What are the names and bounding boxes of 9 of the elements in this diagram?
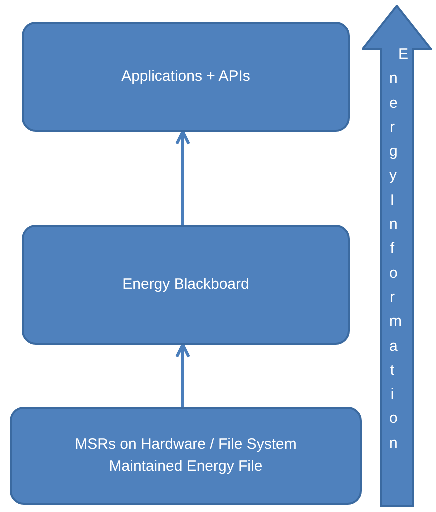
upward-block-arrow — [362, 5, 432, 507]
process-box — [10, 407, 362, 505]
process-box — [22, 22, 350, 132]
box-label: MSRs on Hardware / File System Maintained Energy File — [74, 434, 298, 477]
process-box — [22, 225, 350, 345]
box-label: Energy Blackboard — [122, 274, 250, 295]
arrow — [176, 130, 190, 225]
arrow — [176, 344, 190, 407]
box-label: Applications + APIs — [120, 66, 252, 87]
